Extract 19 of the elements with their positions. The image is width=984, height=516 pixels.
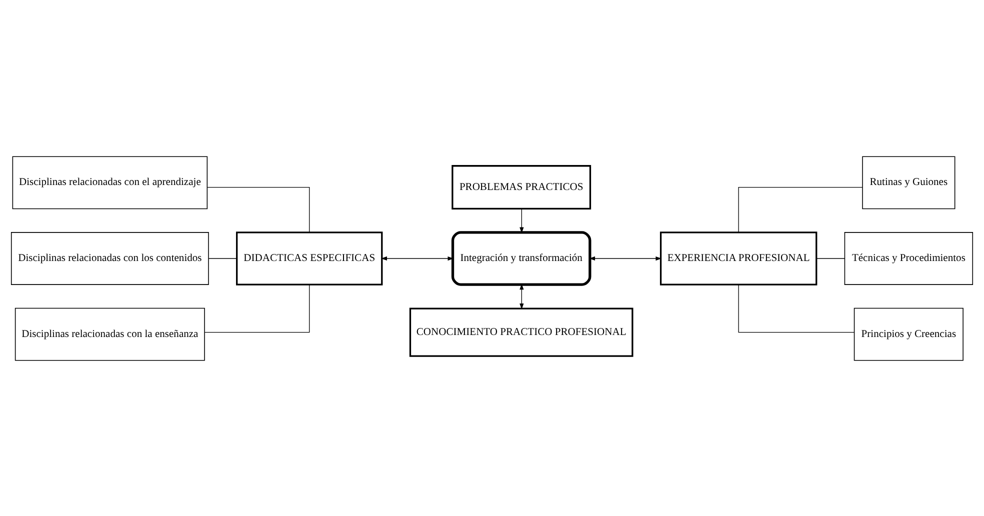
arrow xyxy=(381,256,454,260)
node-box: Técnicas y Procedimientos xyxy=(844,232,974,284)
connector xyxy=(738,284,854,332)
node-box: Rutinas y Guiones xyxy=(862,156,956,209)
node-box: Disciplinas relacionadas con la enseñanza xyxy=(14,307,205,360)
node-box: Integración y transformación xyxy=(451,230,592,286)
node-box: Disciplinas relacionadas con el aprendizaje xyxy=(12,156,208,209)
arrow xyxy=(520,283,524,309)
node-box: EXPERIENCIA PROFESIONAL xyxy=(660,231,818,285)
node-box: DIDACTICAS ESPECIFICAS xyxy=(236,231,383,285)
node-box: Principios y Creencias xyxy=(854,307,964,360)
node-box: CONOCIMIENTO PRACTICO PROFESIONAL xyxy=(409,307,634,356)
node-box: Disciplinas relacionadas con los contenidos xyxy=(10,232,209,284)
node-box: PROBLEMAS PRACTICOS xyxy=(452,164,592,210)
arrow xyxy=(520,208,524,233)
arrow xyxy=(589,256,662,260)
connector xyxy=(738,186,863,232)
connector xyxy=(204,284,310,332)
connector xyxy=(206,186,310,232)
